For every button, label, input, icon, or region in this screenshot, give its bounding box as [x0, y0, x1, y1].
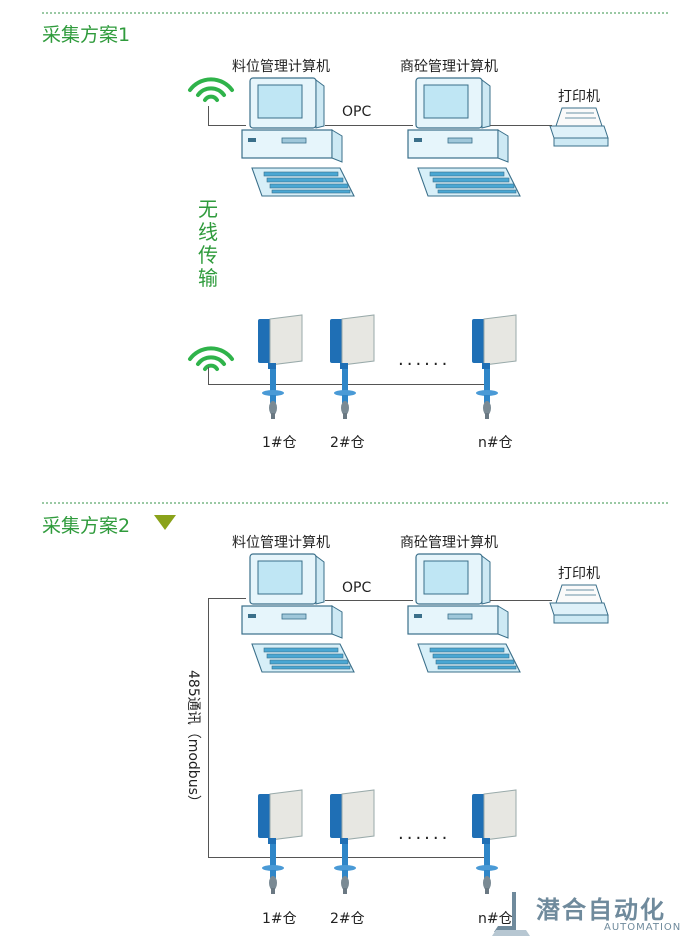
- scheme2-printer-icon: [549, 584, 609, 624]
- section-divider-1: [42, 12, 668, 14]
- logo-name: 潜合自动化: [536, 896, 666, 924]
- scheme1-printer-wire: [490, 125, 552, 126]
- scheme2-expand-triangle-icon: [154, 515, 176, 530]
- scheme1-wifi-to-pc-wire-h: [208, 125, 246, 126]
- scheme2-device-2: [329, 789, 375, 895]
- scheme1-pc-left-icon: [241, 77, 355, 197]
- scheme1-printer-icon: [549, 107, 609, 147]
- scheme2-pc-right-icon: [407, 553, 521, 673]
- scheme1-title: 采集方案1: [42, 24, 131, 46]
- scheme2-bin-1: 1#仓: [262, 911, 297, 927]
- scheme1-bin-2: 2#仓: [330, 435, 365, 451]
- scheme1-wireless-label: 无 线 传 输: [198, 197, 218, 290]
- scheme2-ellipsis: ······: [398, 828, 451, 849]
- scheme1-bin-n: n#仓: [478, 435, 513, 451]
- scheme1-wifi-bottom-icon: [188, 346, 234, 371]
- scheme2-title: 采集方案2: [42, 515, 131, 537]
- scheme2-device-1: [257, 789, 303, 895]
- scheme1-pc-right-icon: [407, 77, 521, 197]
- scheme1-device-2: [329, 314, 375, 420]
- scheme2-bus-v: [208, 598, 209, 858]
- scheme2-printer-wire: [490, 600, 552, 601]
- scheme1-device-n: [471, 314, 517, 420]
- scheme1-bin-1: 1#仓: [262, 435, 297, 451]
- scheme2-bus-top-h: [208, 598, 246, 599]
- scheme1-pc-right-label: 商砼管理计算机: [400, 59, 498, 75]
- scheme1-device-1: [257, 314, 303, 420]
- scheme1-opc-wire: [325, 125, 413, 126]
- scheme2-pc-left-label: 料位管理计算机: [232, 535, 330, 551]
- scheme1-wifi-to-pc-wire: [208, 106, 209, 126]
- logo-sub: AUTOMATION: [604, 922, 682, 933]
- scheme1-printer-label: 打印机: [558, 89, 600, 105]
- scheme1-opc-label: OPC: [342, 104, 372, 120]
- scheme2-comm-label: 485通讯（modbus）: [184, 668, 204, 811]
- scheme2-printer-label: 打印机: [558, 566, 600, 582]
- section-divider-2: [42, 502, 668, 504]
- scheme2-pc-left-icon: [241, 553, 355, 673]
- scheme2-opc-wire: [325, 600, 413, 601]
- scheme2-bin-n: n#仓: [478, 911, 513, 927]
- scheme1-ellipsis: ······: [398, 354, 451, 375]
- scheme1-wifi-top-icon: [188, 77, 234, 102]
- company-logo: 潜合自动化 AUTOMATION: [486, 890, 686, 940]
- scheme1-bus-wire-v: [208, 367, 209, 384]
- scheme2-opc-label: OPC: [342, 580, 372, 596]
- scheme2-device-n: [471, 789, 517, 895]
- scheme2-pc-right-label: 商砼管理计算机: [400, 535, 498, 551]
- scheme1-pc-left-label: 料位管理计算机: [232, 59, 330, 75]
- logo-mark-icon: [492, 892, 530, 936]
- scheme2-bin-2: 2#仓: [330, 911, 365, 927]
